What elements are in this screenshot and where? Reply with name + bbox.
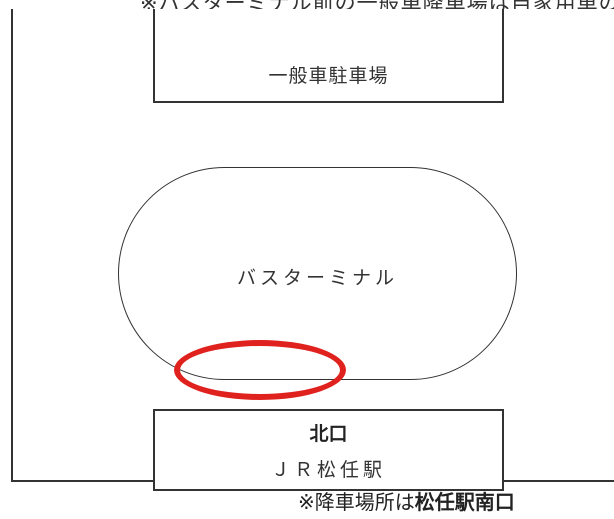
north-exit-label: 北口 — [309, 423, 348, 445]
top-caption: ※バスターミナル前の一般車降車場は自家用車の降車に使用 — [140, 0, 614, 9]
bus-terminal-label: バスターミナル — [236, 267, 398, 289]
dropoff-note: ※降車場所は松任駅南口 — [298, 486, 614, 519]
dropoff-note-emphasis: 松任駅南口 — [414, 490, 515, 514]
dropoff-highlight-ring — [174, 340, 346, 400]
parking-lot-area: 一般車駐車場 — [153, 9, 504, 103]
station-building: 北口 ＪＲ松任駅 — [153, 409, 504, 491]
top-caption-strip: ※バスターミナル前の一般車降車場は自家用車の降車に使用 — [0, 0, 614, 9]
parking-lot-label: 一般車駐車場 — [268, 65, 389, 87]
station-name-label: ＪＲ松任駅 — [270, 459, 386, 481]
station-map: 一般車駐車場 バスターミナル 北口 ＪＲ松任駅 — [11, 9, 614, 491]
dropoff-note-prefix: ※降車場所は — [298, 490, 415, 514]
